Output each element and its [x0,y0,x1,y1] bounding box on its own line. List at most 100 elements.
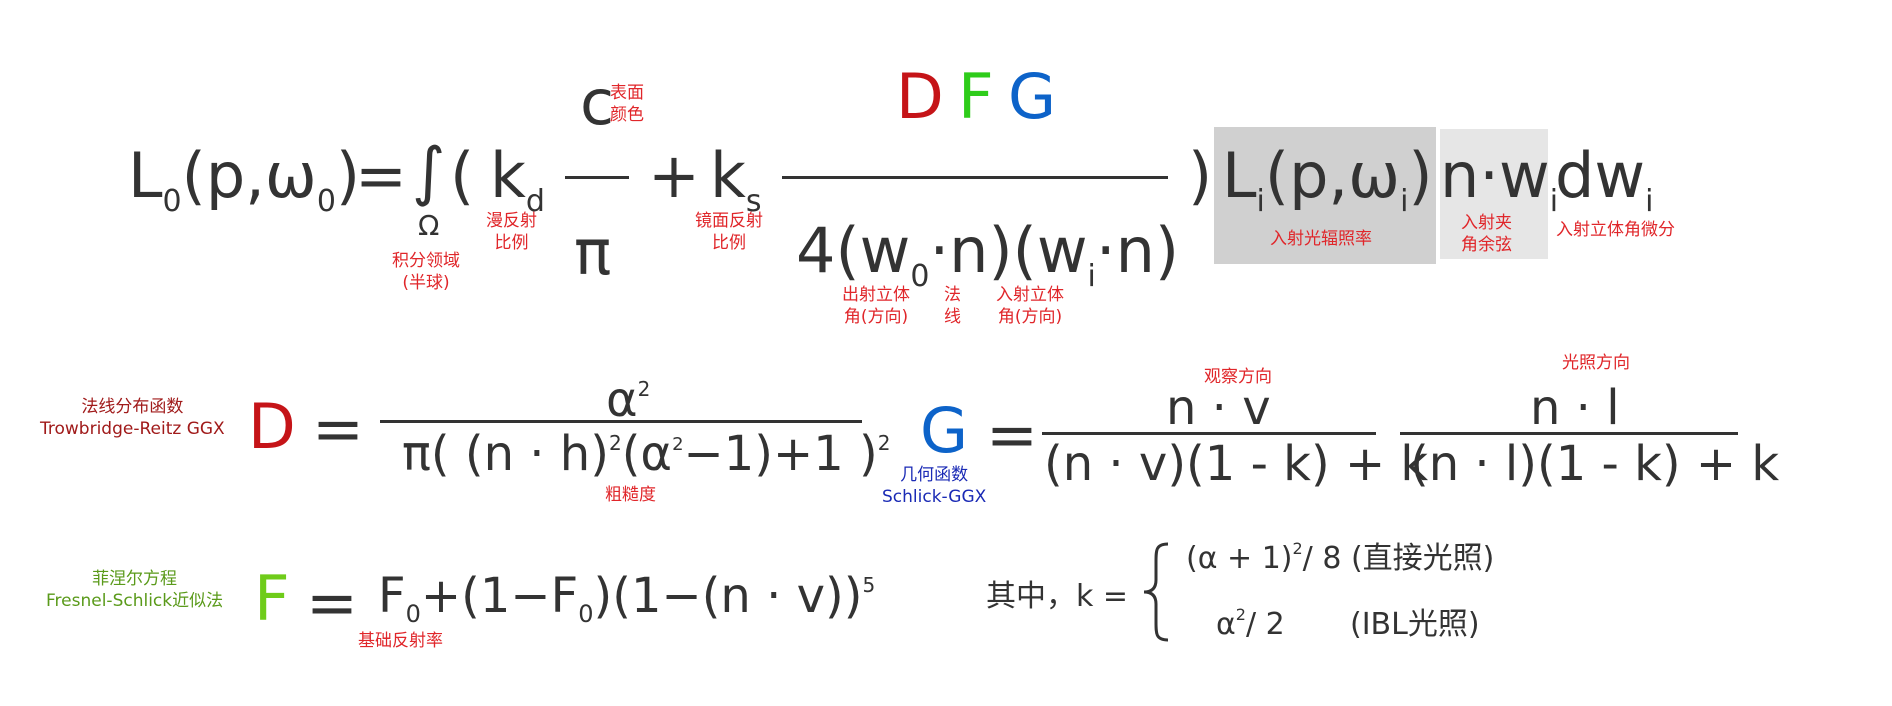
in-solid-angle-line1: 入射立体 [996,285,1064,305]
fresnel-middle: +(1−F [420,568,579,624]
geometry-symbol: G [920,394,969,467]
annotation-diffuse-ratio: 漫反射 比例 [486,210,537,254]
lhs-args-sub: 0 [316,184,336,219]
ndf-alpha: α [606,372,638,428]
fresnel-equals: = [306,566,358,639]
den-w0-sub: 0 [910,259,930,294]
li-args-close: ) [1408,139,1433,212]
ndf-denominator: π( (n · h)2(α2−1)+1 )2 [402,430,890,478]
lhs-sub: 0 [162,184,182,219]
diffuse-ratio-line2: 比例 [494,233,529,254]
n-dot-w-sub: i [1549,184,1559,219]
k-case2-alpha: α [1216,607,1236,642]
normal-line2: 线 [944,307,961,328]
integral-domain-line2: (半球) [402,273,450,294]
lhs-radiance: L0(p,ω0) [128,145,360,217]
k-case1-expr: (α + 1) [1186,541,1293,576]
integral-sign: ∫ [412,135,446,209]
li-args: (p,ω [1264,139,1401,212]
ndf-den-part1: π( (n · h) [402,426,609,482]
ndf-den-sup1: 2 [608,431,622,455]
ks-term: ks [710,145,762,217]
lhs-symbol: L [128,139,163,212]
geometry-fraction-bar2 [1400,432,1738,435]
ndf-den-part2: (α [621,426,673,482]
incident-cosine-highlight [1440,129,1548,259]
ndf-den-sup3: 2 [877,431,891,455]
fresnel-label-cn: 菲涅尔方程 [92,569,178,589]
incident-cosine-line1: 入射夹 [1461,213,1512,233]
n-dot-w: n·w [1440,139,1550,212]
ndf-numerator: α2 [606,376,650,424]
ndf-alpha-sup: 2 [637,377,651,401]
li-sub: i [1256,184,1265,219]
ndf-den-part3: −1)+1 ) [683,426,878,482]
incident-cosine-line2: 角余弦 [1461,235,1512,256]
surface-color-c: c [580,66,615,139]
geometry-label-cn: 几何函数 [900,465,969,485]
annotation-integral-domain: 积分领域 (半球) [392,250,460,294]
lhs-args: (p,ω [181,139,317,212]
den-dot-n2: ·n) [1095,214,1180,287]
specular-denominator: 4(w0·n)(wi·n) [796,220,1179,292]
k-prefix: 其中，k = [986,579,1129,614]
kd-term: kd [490,145,545,217]
dfg-F: F [958,60,994,133]
geometry-num1: n · v [1166,380,1271,436]
specular-fraction-bar [782,176,1168,179]
integral-domain: Ω [418,209,440,242]
annotation-solid-angle-differential: 入射立体角微分 [1556,220,1675,240]
kd-sub: d [525,184,545,219]
k-case1-rest: / 8 (直接光照) [1302,541,1495,576]
annotation-view-direction: 观察方向 [1204,367,1272,387]
li-symbol: L [1222,139,1257,212]
annotation-incident-cosine: 入射夹 角余弦 [1461,212,1512,256]
brace-icon [1143,542,1169,642]
annotation-out-solid-angle: 出射立体 角(方向) [842,284,910,328]
dfg-G: G [1008,60,1057,133]
annotation-in-solid-angle: 入射立体 角(方向) [996,284,1064,328]
fresnel-f0-sub: 0 [405,600,421,628]
annotation-incident-radiance: 入射光辐照率 [1270,229,1372,249]
fresnel-expression: F0+(1−F0)(1−(n · v))5 [378,572,875,626]
geometry-num2: n · l [1530,380,1620,436]
kd-symbol: k [490,139,526,212]
fresnel-label: 菲涅尔方程 Fresnel-Schlick近似法 [46,568,223,612]
geometry-den1: (n · v)(1 - k) + k [1044,436,1429,492]
k-case1-sup: 2 [1292,539,1303,558]
geometry-fraction-bar1 [1042,432,1376,435]
integral-domain-line1: 积分领域 [392,251,460,271]
out-solid-angle-line1: 出射立体 [842,285,910,305]
geometry-den2: (n · l)(1 - k) + k [1410,436,1780,492]
diffuse-fraction-bar [565,176,629,179]
specular-ratio-line2: 比例 [712,233,746,254]
diffuse-ratio-line1: 漫反射 [486,211,537,231]
annotation-base-reflectance: 基础反射率 [358,631,443,651]
pi-denominator: π [574,216,612,289]
ndf-equals: = [312,392,364,465]
ks-sub: s [745,184,762,219]
open-paren: ( [450,139,475,212]
den-dot-n1: ·n)(w [929,214,1088,287]
li-args-sub: i [1400,184,1409,219]
k-case2-sup: 2 [1235,605,1246,624]
equals-1: = [355,139,407,212]
ndf-fraction-bar [380,420,862,423]
in-solid-angle-line2: 角(方向) [997,307,1063,328]
dwi-term: dwi [1555,145,1653,217]
fresnel-symbol: F [254,562,290,635]
lhs-args-close: ) [335,139,361,212]
dw-sub: i [1645,184,1654,219]
dfg-D: D [896,60,944,133]
ks-symbol: k [710,139,746,212]
k-case2-label: (IBL光照) [1350,607,1480,642]
annotation-surface-color: 表面 颜色 [610,82,644,126]
ndf-label: 法线分布函数 Trowbridge-Reitz GGX [40,396,225,440]
surface-color-line2: 颜色 [610,105,644,126]
ndf-symbol: D [248,390,296,463]
close-paren: ) [1188,139,1213,212]
incident-radiance-highlight [1214,127,1436,264]
surface-color-line1: 表面 [610,83,644,103]
ndf-label-en: Trowbridge-Reitz GGX [40,419,225,440]
normal-line1: 法 [944,285,961,305]
